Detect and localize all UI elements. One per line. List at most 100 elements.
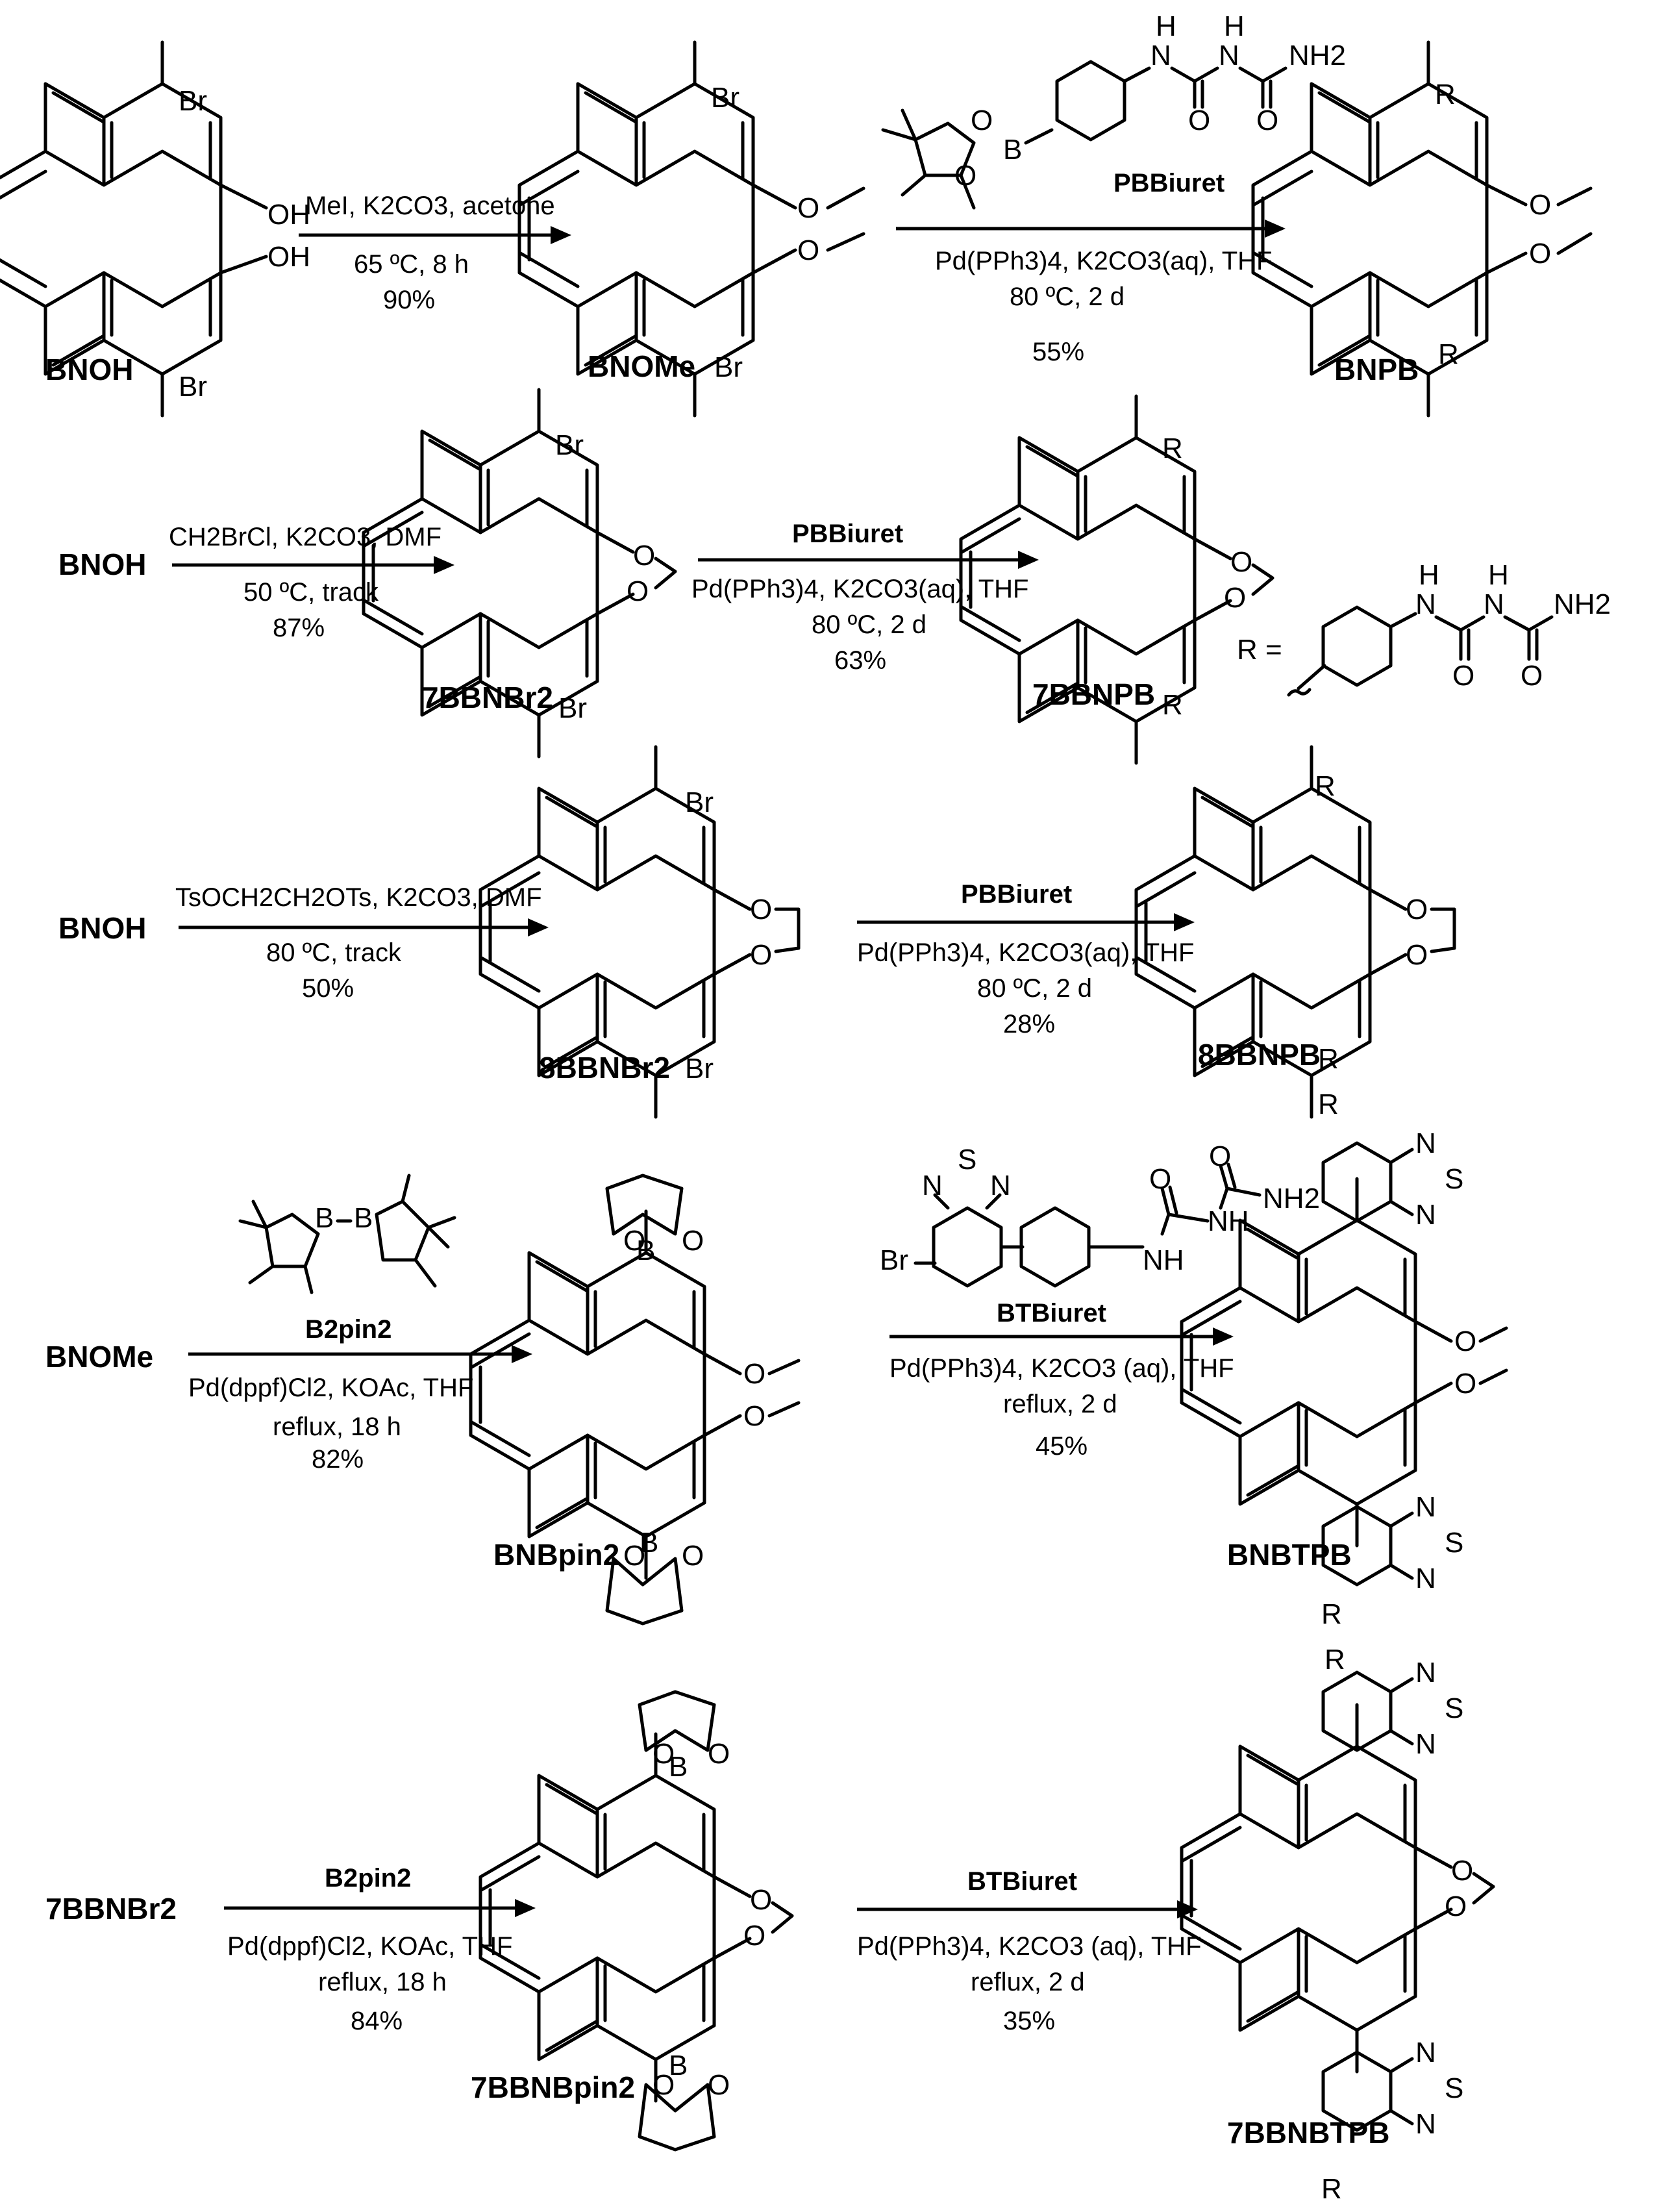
yield-text: 35% [1003, 2007, 1055, 2035]
br-label: Br [685, 786, 714, 818]
reaction-arrow-10: BTBiuret Pd(PPh3)4, K2CO3 (aq), THF refl… [857, 1867, 1202, 2035]
o-label: O [633, 540, 655, 572]
compound-label-7bbnbpin2: 7BBNBpin2 [471, 2070, 635, 2104]
bnome-structure: O O Br Br BNOMe [519, 42, 865, 416]
catalyst-text: Pd(dppf)Cl2, KOAc, THF [188, 1374, 473, 1402]
conditions-text: reflux, 18 h [273, 1413, 401, 1441]
o-label: O [623, 1225, 645, 1257]
reagent-name: PBBiuret [792, 520, 903, 548]
o-label: O [750, 1884, 772, 1916]
oh-label: OH [267, 199, 310, 231]
s-label: S [1445, 1163, 1463, 1195]
oh-label: OH [267, 241, 310, 273]
br-label: Br [711, 82, 740, 114]
nh-label: NH [1143, 1244, 1184, 1276]
yield-text: 84% [351, 2007, 403, 2035]
o-label: O [750, 894, 772, 925]
r-label: R [1321, 1598, 1342, 1630]
nh-label: N [1150, 40, 1171, 71]
r-group-definition: R = N H O N H O NH2 [1237, 559, 1611, 697]
br-label: Br [714, 351, 743, 383]
br-label: Br [179, 371, 207, 403]
n-label: N [1415, 2108, 1436, 2140]
o-label: O [1451, 1855, 1473, 1887]
compound-label-8bbnbr2: 8BBNBr2 [539, 1051, 670, 1085]
o-label: O [1188, 105, 1210, 136]
nh2-label: NH2 [1263, 1183, 1320, 1214]
s-label: S [958, 1144, 976, 1175]
br-label: Br [179, 85, 207, 117]
b-label: B [669, 2050, 688, 2081]
compound-label-bnome: BNOMe [588, 349, 695, 383]
r-equals-label: R = [1237, 634, 1282, 666]
compound-label-bnoh: BNOH [58, 547, 146, 581]
compound-label-7bbnbr2: 7BBNBr2 [45, 1892, 177, 1926]
r-label: R [1162, 433, 1183, 464]
b2pin2-reagent: B B B2pin2 [238, 1174, 456, 1344]
conditions-text: reflux, 2 d [1003, 1390, 1117, 1418]
7bbnbpin2-structure: O O B O O B O O 7BBNBpin2 [471, 1690, 794, 2152]
b-label: B [669, 1751, 688, 1783]
n-label: N [990, 1170, 1011, 1201]
n-label: N [1415, 1491, 1436, 1523]
nh2-label: NH2 [1554, 588, 1611, 620]
catalyst-text: Pd(PPh3)4, K2CO3 (aq), THF [889, 1354, 1234, 1383]
o-label: O [1529, 189, 1551, 221]
o-label: O [1406, 894, 1428, 925]
reagents-text: MeI, K2CO3, acetone [305, 192, 555, 220]
reagent-name: PBBiuret [961, 880, 1072, 909]
o-label: O [682, 1225, 704, 1257]
reaction-arrow-1: MeI, K2CO3, acetone 65 ºC, 8 h 90% [299, 192, 571, 314]
catalyst-text: Pd(PPh3)4, K2CO3(aq), THF [935, 247, 1272, 275]
o-label: O [1224, 582, 1246, 614]
r-label: R [1321, 2173, 1342, 2205]
pbbiuret-reagent: O O B N H O N H O NH2 PBBiuret [881, 10, 1346, 210]
yield-text: 55% [1032, 338, 1084, 366]
conditions-text: 80 ºC, 2 d [977, 974, 1092, 1003]
reagent-name: PBBiuret [1113, 169, 1225, 197]
n-label: N [922, 1170, 943, 1201]
s-label: S [1445, 1527, 1463, 1559]
b-label: B [354, 1202, 373, 1234]
o-label: O [1445, 1891, 1467, 1922]
yield-text: 90% [383, 286, 435, 314]
reaction-arrow-2: Pd(PPh3)4, K2CO3(aq), THF 80 ºC, 2 d 55% [896, 220, 1286, 366]
yield-text: 50% [302, 974, 354, 1003]
br-label: Br [555, 429, 584, 461]
yield-text: 28% [1003, 1010, 1055, 1038]
o-label: O [1149, 1163, 1171, 1195]
compound-label-bnpb: BNPB [1334, 353, 1419, 386]
o-label: O [1406, 939, 1428, 971]
reaction-arrow-7: Pd(dppf)Cl2, KOAc, THF reflux, 18 h 82% [188, 1345, 532, 1474]
o-label: O [1256, 105, 1278, 136]
8bbnpb-structure: O O R R 8BBNPB [1136, 747, 1456, 1117]
o-label: O [954, 160, 976, 192]
o-label: O [1230, 546, 1252, 578]
bnpb-structure: O O R R BNPB [1253, 42, 1593, 416]
bnoh-structure: Br Br OH OH BNOH [0, 42, 310, 416]
n-label: N [1415, 1127, 1436, 1159]
r-label: R [1438, 338, 1459, 370]
r-label: R [1435, 79, 1456, 110]
bnbpin2-structure: O O B O O B O O BNBpin2 [471, 1174, 801, 1626]
8bbnbr2-structure: O O Br Br 8BBNBr2 [480, 747, 801, 1117]
br-label: Br [558, 692, 587, 724]
nh-label: N [1415, 588, 1436, 620]
h-label: H [1419, 559, 1439, 591]
7bbnpb-structure: O O R R 7BBNPB [961, 396, 1274, 763]
n-label: N [1415, 1199, 1436, 1231]
catalyst-text: Pd(PPh3)4, K2CO3(aq), THF [691, 575, 1028, 603]
compound-label-8bbnpb: 8BBNPB [1198, 1038, 1321, 1072]
reagent-name: B2pin2 [325, 1864, 411, 1892]
7bbnbtpb-structure: O O N N S R N N S R 7BBNBTPB [1182, 1644, 1495, 2205]
compound-label-bnbpin2: BNBpin2 [493, 1538, 619, 1572]
o-label: O [653, 2069, 675, 2101]
reaction-arrow-8: BTBiuret Pd(PPh3)4, K2CO3 (aq), THF refl… [889, 1299, 1234, 1461]
o-label: O [708, 2069, 730, 2101]
reagent-name: BTBiuret [967, 1867, 1077, 1896]
compound-label-bnome: BNOMe [45, 1340, 153, 1374]
reaction-arrow-3: CH2BrCl, K2CO3, DMF 50 ºC, track 87% [169, 523, 454, 642]
n-label: N [1415, 1563, 1436, 1594]
o-label: O [743, 1400, 765, 1432]
